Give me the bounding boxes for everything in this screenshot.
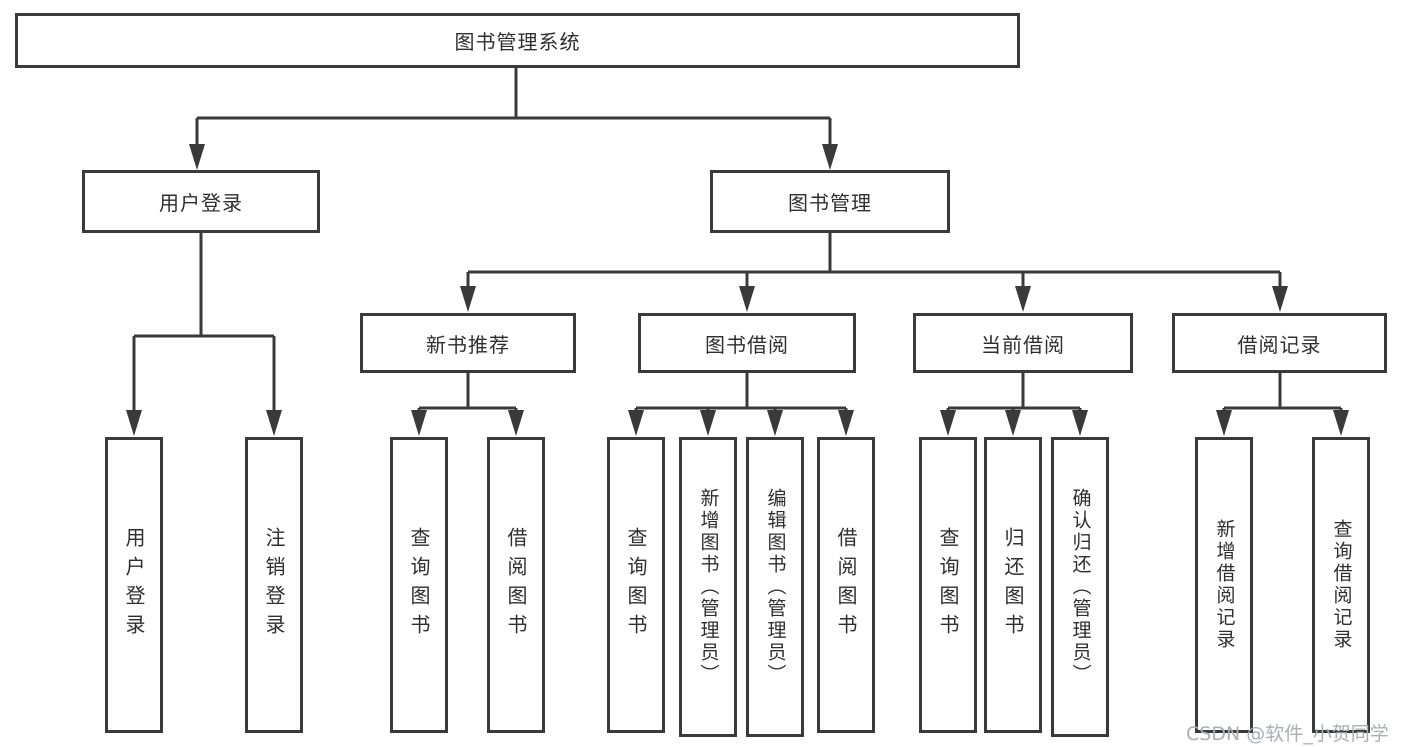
node-user-login: 用户登录 (82, 170, 320, 233)
arrow-icon (1005, 410, 1021, 436)
connector-new-book-to-leaves (417, 373, 518, 414)
arrow-icon (940, 410, 956, 436)
leaf-borrow-books: 借阅图书 (817, 437, 875, 733)
connector-borrow-records-to-leaves (1222, 373, 1343, 414)
leaf-confirm-return-admin: 确认归还（管理员） (1051, 437, 1109, 737)
node-book-management: 图书管理 (710, 170, 950, 233)
node-label: 借阅图书 (834, 527, 858, 643)
leaf-edit-book-admin: 编辑图书（管理员） (746, 437, 804, 737)
connector-book-management-to-level3 (466, 233, 1282, 292)
node-borrow-records: 借阅记录 (1172, 313, 1387, 373)
arrow-icon (1272, 286, 1288, 312)
node-label: 新增借阅记录 (1213, 519, 1236, 651)
node-label: 借阅记录 (1237, 332, 1322, 357)
node-label: 用户登录 (159, 191, 243, 215)
arrow-icon (628, 410, 644, 436)
connector-current-borrow-to-leaves (946, 373, 1082, 414)
arrow-icon (1216, 410, 1232, 436)
watermark: CSDN @软件_小贺同学 (1186, 723, 1389, 745)
arrow-icon (739, 286, 755, 312)
node-label: 注销登录 (262, 527, 286, 643)
node-label: 查询借阅记录 (1330, 519, 1353, 651)
arrow-icon (767, 410, 783, 436)
arrow-icon (1333, 410, 1349, 436)
arrow-icon (1015, 286, 1031, 312)
node-current-borrow: 当前借阅 (913, 313, 1133, 373)
node-label: 图书借阅 (705, 332, 789, 357)
leaf-add-book-admin: 新增图书（管理员） (679, 437, 737, 737)
node-label: 新增图书（管理员） (697, 488, 720, 686)
node-label: 当前借阅 (981, 332, 1065, 357)
node-label: 借阅图书 (504, 527, 528, 643)
connector-root-to-level2 (195, 68, 832, 150)
node-label: 归还图书 (1001, 527, 1025, 643)
leaf-query-books-borrow: 查询图书 (607, 437, 665, 733)
arrow-icon (411, 410, 427, 436)
arrow-icon (1072, 410, 1088, 436)
node-label: 图书管理 (788, 191, 872, 215)
leaf-query-books-recommend: 查询图书 (390, 437, 448, 733)
leaf-return-books: 归还图书 (984, 437, 1042, 733)
leaf-logout: 注销登录 (245, 437, 303, 733)
connector-book-borrow-to-leaves (634, 373, 848, 414)
arrow-icon (189, 144, 205, 170)
node-label: 确认归还（管理员） (1069, 488, 1092, 686)
leaf-borrow-books-recommend: 借阅图书 (487, 437, 545, 733)
node-new-book-recommend: 新书推荐 (360, 313, 576, 373)
node-label: 编辑图书（管理员） (764, 488, 787, 686)
node-book-borrow: 图书借阅 (638, 313, 856, 373)
node-label: 查询图书 (407, 527, 431, 643)
arrow-icon (126, 410, 142, 436)
node-label: 查询图书 (624, 527, 648, 643)
arrow-icon (822, 144, 838, 170)
node-root-system: 图书管理系统 (15, 13, 1020, 68)
node-label: 新书推荐 (426, 332, 510, 357)
leaf-query-books-current: 查询图书 (919, 437, 977, 733)
arrow-icon (700, 410, 716, 436)
leaf-query-borrow-record: 查询借阅记录 (1312, 437, 1370, 733)
leaf-user-login: 用户登录 (105, 437, 163, 733)
leaf-add-borrow-record: 新增借阅记录 (1195, 437, 1253, 733)
node-label: 查询图书 (936, 527, 960, 643)
connector-user-login-to-leaves (132, 233, 276, 414)
arrow-icon (508, 410, 524, 436)
node-label: 用户登录 (122, 527, 146, 643)
node-label: 图书管理系统 (454, 30, 581, 54)
arrow-icon (838, 410, 854, 436)
arrow-icon (266, 410, 282, 436)
arrow-icon (460, 286, 476, 312)
